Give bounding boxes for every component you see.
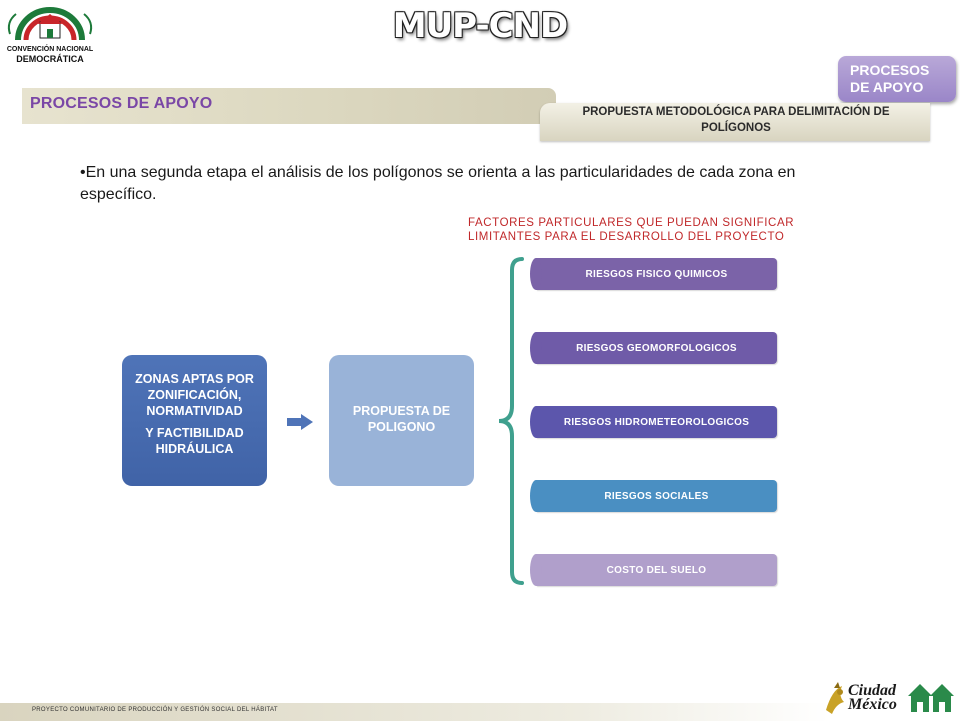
factors-caption-line2: LIMITANTES PARA EL DESARROLLO DEL PROYEC… xyxy=(468,231,785,243)
apoyo-button-line1: PROCESOS xyxy=(850,62,930,78)
houses-logo-icon xyxy=(908,684,954,712)
ciudad-mexico-logo-text: Ciudad México xyxy=(848,682,897,713)
factors-caption-line1: FACTORES PARTICULARES QUE PUEDAN SIGNIFI… xyxy=(468,217,795,229)
body-paragraph: •En una segunda etapa el análisis de los… xyxy=(80,164,796,203)
factors-caption: FACTORES PARTICULARES QUE PUEDAN SIGNIFI… xyxy=(468,216,828,244)
cdmx-line1: Ciudad xyxy=(848,682,897,699)
subtitle-text: PROPUESTA METODOLÓGICA PARA DELIMITACIÓN… xyxy=(582,106,890,134)
zone-box-line2: Y FACTIBILIDAD HIDRÁULICA xyxy=(145,426,244,456)
mup-emblem-icon xyxy=(7,7,93,41)
right-arrow-icon xyxy=(287,414,313,430)
subtitle-bar xyxy=(540,103,930,141)
cdmx-line2: México xyxy=(848,696,897,713)
logo-org-text-bold: DEMOCRÁTICA xyxy=(16,54,84,64)
risk-item-hidrometeorologicos: RIESGOS HIDROMETEOROLOGICOS xyxy=(530,406,777,438)
risk-item-fisico-quimicos: RIESGOS FISICO QUIMICOS xyxy=(530,258,777,290)
main-title: MUP-CND xyxy=(392,6,569,46)
risk-item-geomorfologicos: RIESGOS GEOMORFOLOGICOS xyxy=(530,332,777,364)
procesos-de-apoyo-button[interactable]: PROCESOS DE APOYO xyxy=(838,56,956,102)
ciudad-mexico-emblem-icon xyxy=(826,682,844,714)
footer-bar xyxy=(0,703,830,721)
zone-box-line1: ZONAS APTAS POR ZONIFICACIÓN, NORMATIVID… xyxy=(135,372,254,418)
risk-item-sociales: RIESGOS SOCIALES xyxy=(530,480,777,512)
footer-text: PROYECTO COMUNITARIO DE PRODUCCIÓN Y GES… xyxy=(32,707,278,713)
section-header-bar xyxy=(22,88,556,124)
risk-item-costo-suelo: COSTO DEL SUELO xyxy=(530,554,777,586)
apoyo-button-line2: DE APOYO xyxy=(850,79,924,95)
section-title: PROCESOS DE APOYO xyxy=(30,95,213,112)
zonas-aptas-box: ZONAS APTAS POR ZONIFICACIÓN, NORMATIVID… xyxy=(122,355,267,486)
logo-org-text: CONVENCIÓN NACIONAL xyxy=(6,46,94,53)
propuesta-poligono-box: PROPUESTA DE POLIGONO xyxy=(329,355,474,486)
bracket-connector xyxy=(498,257,524,585)
mup-logo: CONVENCIÓN NACIONAL DEMOCRÁTICA xyxy=(4,4,96,64)
